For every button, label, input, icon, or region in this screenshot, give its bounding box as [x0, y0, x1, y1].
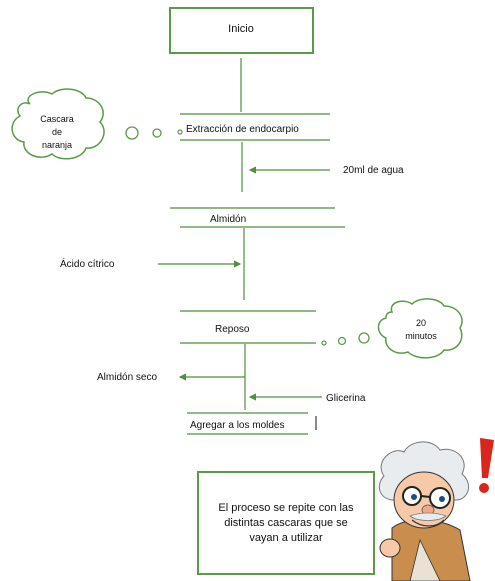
orange-peel-line2: de [52, 127, 62, 137]
bubble-dot [125, 126, 139, 140]
start-box [169, 7, 314, 54]
start-label: Inicio [228, 23, 254, 35]
step-rest: Reposo [215, 324, 250, 335]
input-glycerin-label: Glicerina [326, 393, 366, 404]
step-starch: Almidón [210, 214, 246, 225]
thought-bubble-minutes: 20 minutos [321, 298, 463, 359]
exclamation-icon [480, 438, 494, 478]
bubble-dot [337, 336, 347, 346]
step-extraction: Extracción de endocarpio [186, 124, 299, 135]
bubble-dot [321, 340, 327, 346]
bubble-dot [152, 128, 162, 138]
bubble-dot [358, 332, 370, 344]
note-box: El proceso se repite con las distintas c… [197, 471, 375, 575]
bubble-dot [177, 129, 183, 135]
note-text: El proceso se repite con las distintas c… [218, 501, 354, 544]
minutes-line1: 20 [416, 318, 426, 328]
orange-peel-line1: Cascara [40, 114, 74, 124]
input-citric-label: Ácido cítrico [60, 257, 115, 270]
output-dry-starch-label: Almidón seco [97, 372, 157, 383]
thought-bubble-orange-peel: Cascara de naranja [11, 88, 183, 160]
step-molds: Agregar a los moldes [190, 420, 285, 431]
professor-illustration [378, 438, 494, 581]
minutes-line2: minutos [405, 331, 437, 341]
orange-peel-line3: naranja [42, 140, 72, 150]
input-water-label: 20ml de agua [343, 165, 404, 176]
